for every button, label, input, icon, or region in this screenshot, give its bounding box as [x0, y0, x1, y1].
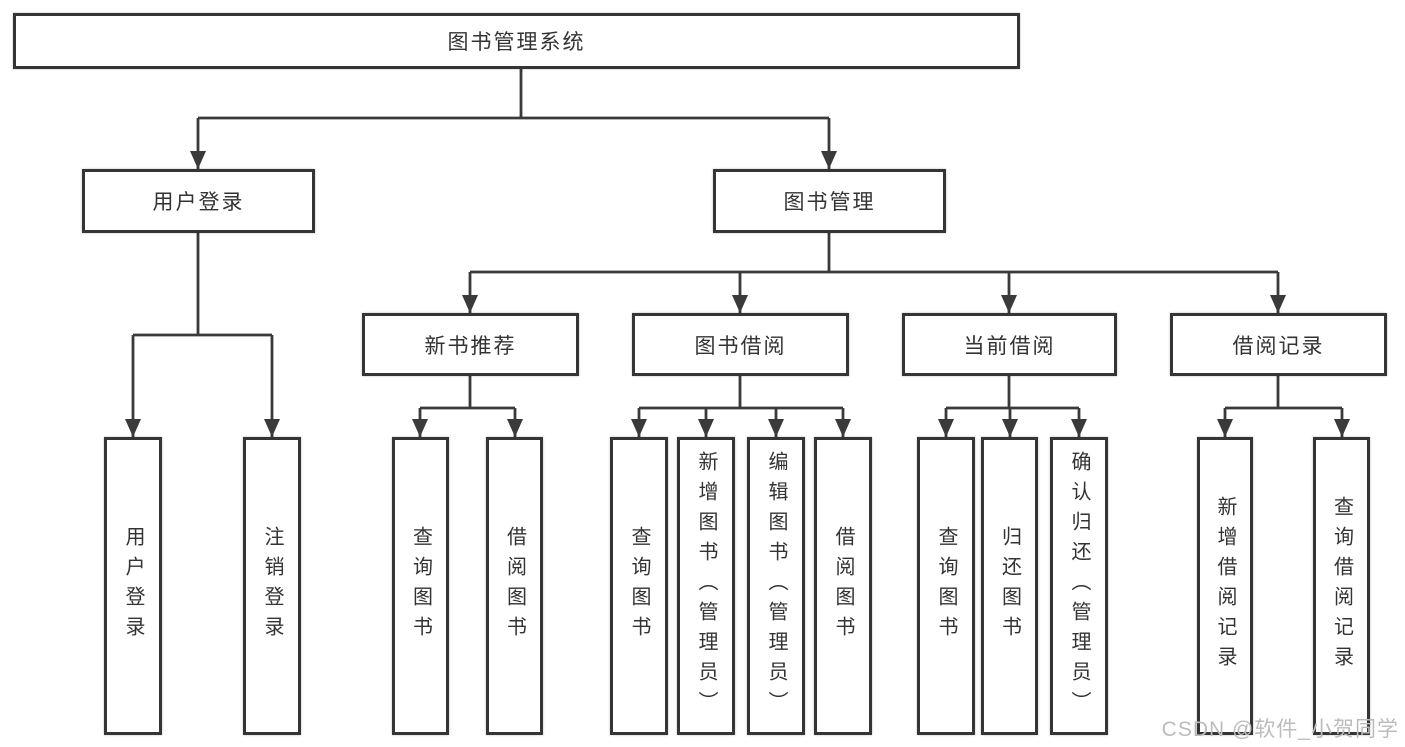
leaf-add-books-admin: 新增图书（管理员） — [677, 437, 735, 735]
leaf-add-borrow-record: 新增借阅记录 — [1197, 437, 1253, 735]
node-label: 查询图书 — [628, 526, 650, 646]
leaf-query-borrow-record: 查询借阅记录 — [1313, 437, 1370, 735]
leaf-query-books-borrowing: 查询图书 — [610, 437, 668, 735]
node-label: 查询借阅记录 — [1330, 496, 1353, 676]
leaf-borrow-books-borrowing: 借阅图书 — [814, 437, 872, 735]
node-book-management: 图书管理 — [713, 169, 946, 233]
node-label: 借阅记录 — [1232, 334, 1325, 358]
node-label: 图书管理系统 — [447, 31, 586, 54]
watermark: CSDN @软件_小贺同学 — [1161, 718, 1399, 741]
connector-borrowing-leaves — [639, 376, 843, 410]
connector-mgmt-l3 — [470, 233, 1278, 274]
connector-login-leaves — [133, 233, 272, 337]
leaf-query-books-recommend: 查询图书 — [392, 437, 449, 735]
leaf-logout: 注销登录 — [243, 437, 301, 735]
leaf-query-books-current: 查询图书 — [917, 437, 975, 735]
node-label: 借阅图书 — [832, 526, 854, 646]
node-user-login: 用户登录 — [82, 169, 315, 233]
node-label: 查询图书 — [935, 526, 957, 646]
leaf-edit-books-admin: 编辑图书（管理员） — [747, 437, 805, 735]
node-label: 新增借阅记录 — [1214, 496, 1236, 676]
leaf-user-login: 用户登录 — [104, 437, 162, 735]
leaf-borrow-books-recommend: 借阅图书 — [486, 437, 543, 735]
node-label: 借阅图书 — [503, 526, 526, 646]
node-label: 注销登录 — [261, 526, 283, 646]
connector-records-leaves — [1225, 376, 1342, 410]
node-label: 图书借阅 — [694, 334, 787, 358]
node-label: 用户登录 — [122, 526, 144, 646]
connector-recommend-leaves — [420, 376, 515, 410]
node-book-borrowing: 图书借阅 — [632, 313, 849, 376]
leaf-return-books: 归还图书 — [981, 437, 1038, 735]
connector-current-leaves — [946, 376, 1079, 410]
leaf-confirm-return-admin: 确认归还（管理员） — [1050, 437, 1108, 735]
node-book-management-system: 图书管理系统 — [13, 13, 1020, 69]
node-label: 编辑图书（管理员） — [765, 451, 787, 721]
arrow-stems — [125, 118, 1350, 437]
node-label: 图书管理 — [783, 191, 876, 214]
node-label: 查询图书 — [409, 526, 432, 646]
node-label: 确认归还（管理员） — [1068, 451, 1090, 721]
connector-root-l2 — [198, 69, 829, 120]
node-borrowing-records: 借阅记录 — [1170, 313, 1387, 376]
node-new-book-recommendation: 新书推荐 — [362, 313, 579, 376]
node-label: 用户登录 — [152, 191, 245, 214]
node-current-borrowing: 当前借阅 — [902, 313, 1117, 376]
node-label: 归还图书 — [998, 526, 1021, 646]
node-label: 新书推荐 — [424, 334, 517, 358]
node-label: 新增图书（管理员） — [695, 451, 717, 721]
node-label: 当前借阅 — [963, 334, 1056, 358]
